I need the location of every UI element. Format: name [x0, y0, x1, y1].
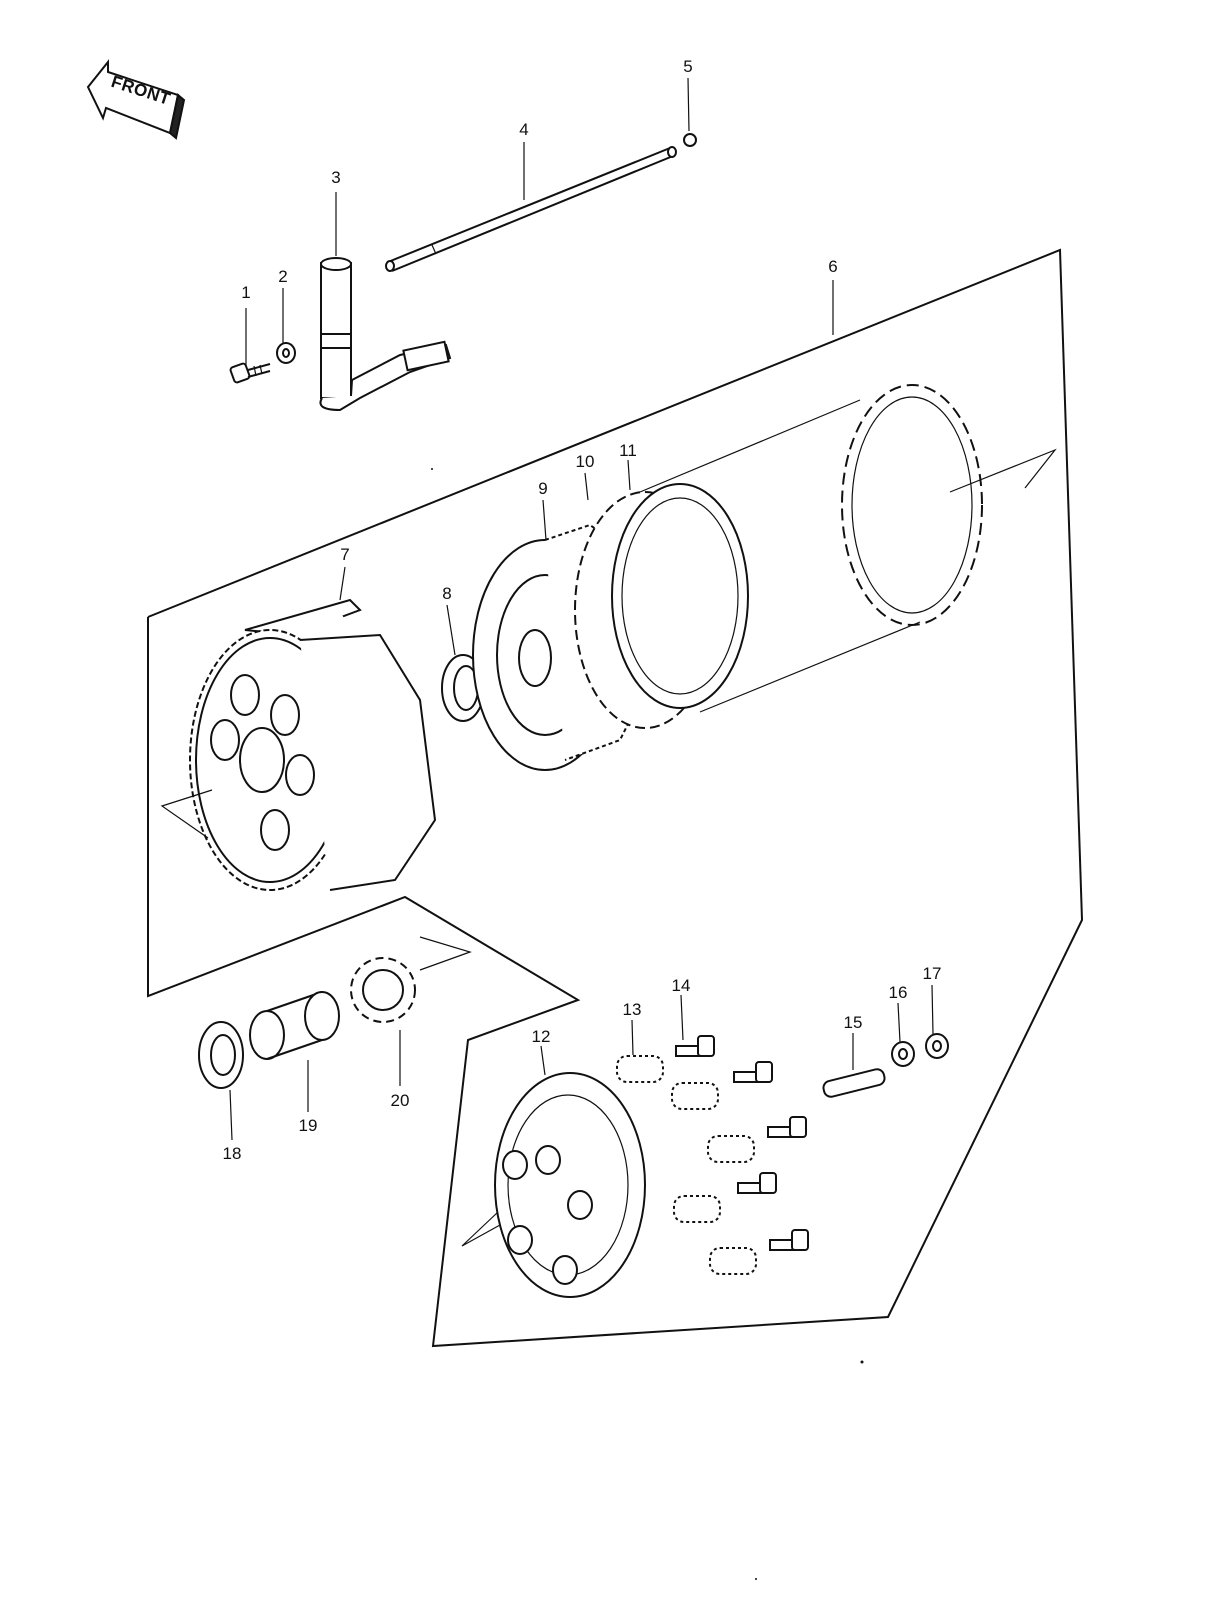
callout-17: 17 [923, 964, 942, 983]
clutch-spring-part [671, 1082, 719, 1110]
steel-plate-part [611, 483, 749, 709]
flat-washer-part [891, 1041, 915, 1067]
front-arrow-icon: FRONT [86, 59, 186, 140]
scan-specks [431, 468, 864, 1580]
clutch-housing-part [189, 598, 440, 891]
clutch-spring-part [673, 1195, 721, 1223]
callout-8: 8 [442, 584, 451, 603]
callout-11: 11 [619, 441, 637, 460]
callout-13: 13 [623, 1000, 642, 1019]
spring-bolt-group [675, 1035, 809, 1251]
callout-5: 5 [683, 57, 692, 76]
callout-14: 14 [672, 976, 691, 995]
sleeve-part [249, 991, 340, 1060]
spring-bolt-part [769, 1229, 809, 1251]
callout-2: 2 [278, 267, 287, 286]
lock-nut-part [925, 1033, 949, 1059]
callout-1: 1 [241, 283, 250, 302]
spacer-washer-part [198, 1021, 244, 1089]
callout-labels: 1 2 3 4 5 6 7 8 9 10 11 12 13 14 15 16 1… [223, 57, 942, 1163]
clutch-spring-part [709, 1247, 757, 1275]
bolt-part [229, 362, 271, 384]
callout-20: 20 [391, 1091, 410, 1110]
adjusting-stud-part [822, 1068, 886, 1098]
callout-16: 16 [889, 983, 908, 1002]
callout-15: 15 [844, 1013, 863, 1032]
spring-bolt-part [767, 1116, 807, 1138]
clutch-spring-part [707, 1135, 755, 1163]
clutch-spring-group [616, 1055, 757, 1275]
spring-bolt-part [733, 1061, 773, 1083]
callout-19: 19 [299, 1116, 318, 1135]
callout-12: 12 [532, 1027, 551, 1046]
callout-3: 3 [331, 168, 340, 187]
clutch-spring-part [616, 1055, 664, 1083]
steel-ball-part [683, 133, 697, 147]
release-shaft-part [319, 257, 452, 412]
sprocket-part [350, 957, 416, 1023]
push-rod-part [385, 146, 677, 272]
spring-bolt-part [737, 1172, 777, 1194]
leader-lines [229, 77, 934, 1141]
friction-plate-exploded-part [639, 384, 1057, 713]
spring-bolt-part [675, 1035, 715, 1057]
assembly-axis-lines [160, 789, 501, 1247]
callout-9: 9 [538, 479, 547, 498]
callout-6: 6 [828, 257, 837, 276]
callout-18: 18 [223, 1144, 242, 1163]
callout-10: 10 [576, 452, 595, 471]
callout-7: 7 [340, 545, 349, 564]
pressure-plate-part [494, 1072, 646, 1298]
callout-4: 4 [519, 120, 528, 139]
washer-part [276, 342, 296, 364]
assembly-boundaries [147, 248, 1084, 1348]
